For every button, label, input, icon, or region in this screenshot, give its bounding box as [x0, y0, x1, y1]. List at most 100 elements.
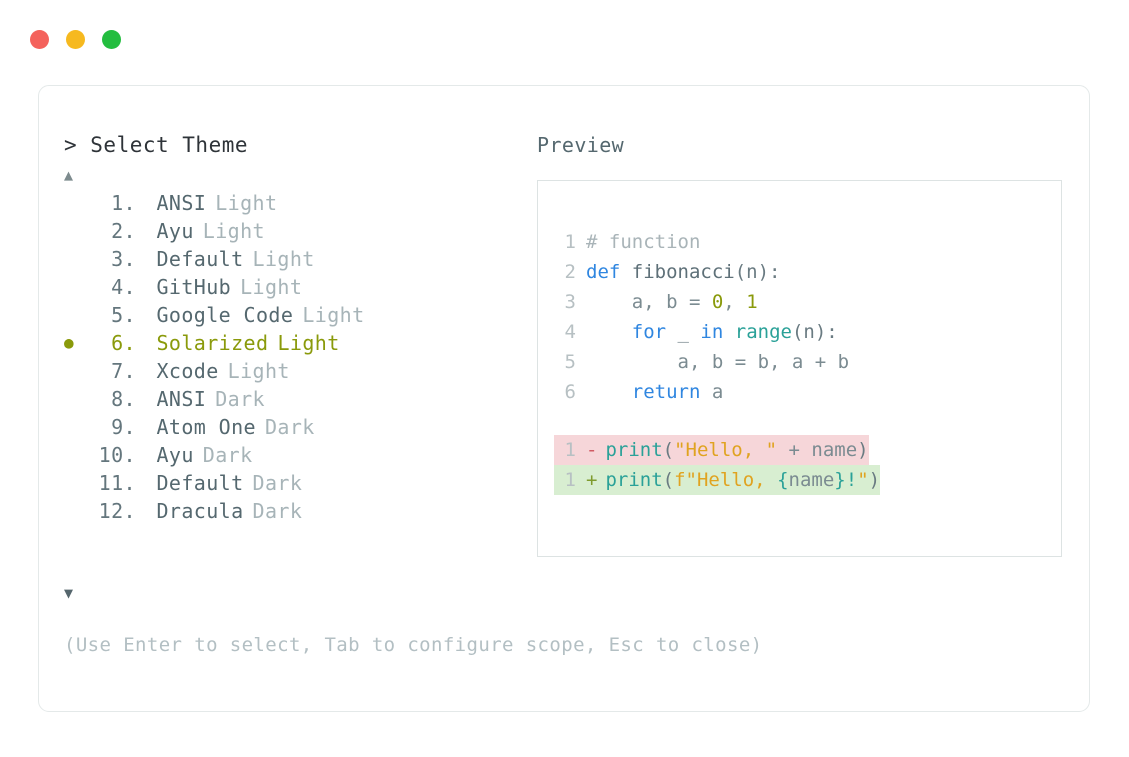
code-line-content: for _ in range(n): — [586, 317, 838, 347]
theme-item-name: Dracula — [156, 499, 244, 523]
theme-item-number: 11. — [98, 471, 136, 495]
code-token — [586, 321, 632, 343]
theme-item-gap — [136, 415, 156, 439]
scroll-up-icon[interactable]: ▲ — [64, 166, 74, 184]
code-line: 5 a, b = b, a + b — [554, 347, 1061, 377]
code-line: 1# function — [554, 227, 1061, 257]
theme-item-gap — [136, 247, 156, 271]
theme-item-number: 8. — [111, 387, 136, 411]
theme-item-gap — [136, 443, 156, 467]
theme-item-name: Xcode — [156, 359, 219, 383]
scroll-down-icon[interactable]: ▼ — [64, 584, 74, 602]
code-token — [723, 321, 734, 343]
code-line-content: a, b = 0, 1 — [586, 287, 758, 317]
window-minimize-button[interactable] — [66, 30, 85, 49]
bullet-placeholder — [64, 391, 90, 407]
theme-item-name: Google Code — [156, 303, 294, 327]
code-token: a, b = b, a + b — [586, 351, 850, 373]
code-token: (n): — [791, 321, 838, 343]
code-token: def — [586, 261, 632, 283]
bullet-placeholder — [64, 279, 90, 295]
bullet-placeholder — [64, 195, 90, 211]
code-token: + name — [777, 439, 858, 461]
code-line-content: # function — [586, 227, 700, 257]
theme-item-variant: Light — [302, 303, 365, 327]
window-close-button[interactable] — [30, 30, 49, 49]
theme-item-gap — [136, 219, 156, 243]
code-spacer — [554, 407, 1061, 435]
code-token: print — [605, 439, 663, 461]
theme-item-number: 3. — [111, 247, 136, 271]
theme-item-name: ANSI — [156, 191, 207, 215]
code-token: return — [631, 381, 701, 403]
code-token: a, b = — [586, 291, 712, 313]
code-token: f"Hello, — [674, 469, 778, 491]
keyboard-hint: (Use Enter to select, Tab to configure s… — [64, 634, 763, 656]
window-maximize-button[interactable] — [102, 30, 121, 49]
line-number: 6 — [564, 381, 576, 403]
code-token: "Hello, " — [674, 439, 778, 461]
code-token: (n): — [734, 261, 781, 283]
line-number: 5 — [564, 351, 576, 373]
diff-minus-sign: - — [586, 439, 598, 461]
bullet-placeholder — [64, 447, 90, 463]
theme-item-number: 9. — [111, 415, 136, 439]
theme-item-name: Default — [156, 471, 244, 495]
window-controls — [30, 30, 121, 49]
bullet-placeholder — [64, 223, 90, 239]
line-number: 1 — [564, 469, 576, 491]
theme-item-gap — [136, 387, 156, 411]
code-token: ( — [662, 469, 675, 491]
code-token: } — [834, 469, 846, 491]
bullet-placeholder — [64, 307, 90, 323]
theme-item-number: 4. — [111, 275, 136, 299]
theme-item-variant: Dark — [264, 415, 315, 439]
theme-list-item[interactable]: 5. Google Code Light — [64, 303, 524, 331]
diff-removed-line: 1-print("Hello, " + name) — [554, 435, 869, 465]
theme-item-variant: Light — [252, 247, 315, 271]
code-token: in — [700, 321, 724, 343]
theme-item-number: 2. — [111, 219, 136, 243]
diff-line-content: print("Hello, " + name) — [605, 435, 868, 465]
theme-item-name: Ayu — [156, 219, 194, 243]
diff-line-content: print(f"Hello, {name}!") — [605, 465, 880, 495]
theme-item-name: GitHub — [156, 275, 232, 299]
theme-item-number: 10. — [98, 443, 136, 467]
theme-item-name: Solarized — [156, 331, 269, 355]
code-token: range — [734, 321, 792, 343]
preview-label: Preview — [537, 133, 625, 157]
theme-item-variant: Light — [202, 219, 265, 243]
bullet-placeholder — [64, 363, 90, 379]
line-number: 1 — [564, 439, 576, 461]
code-line-content: a, b = b, a + b — [586, 347, 850, 377]
code-line: 3 a, b = 0, 1 — [554, 287, 1061, 317]
theme-list-item[interactable]: 9. Atom One Dark — [64, 415, 524, 443]
theme-item-gap — [136, 303, 156, 327]
code-token: a — [700, 381, 724, 403]
theme-item-variant: Light — [277, 331, 340, 355]
theme-item-name: Atom One — [156, 415, 256, 439]
code-line-content: def fibonacci(n): — [586, 257, 780, 287]
bullet-placeholder — [64, 419, 90, 435]
diff-row: 1-print("Hello, " + name) — [554, 435, 1061, 465]
theme-item-number: 5. — [111, 303, 136, 327]
theme-item-name: ANSI — [156, 387, 207, 411]
bullet-placeholder — [64, 503, 90, 519]
code-token: _ — [666, 321, 701, 343]
bullet-placeholder — [64, 251, 90, 267]
theme-item-number: 1. — [111, 191, 136, 215]
theme-list-item[interactable]: 2. Ayu Light — [64, 219, 524, 247]
